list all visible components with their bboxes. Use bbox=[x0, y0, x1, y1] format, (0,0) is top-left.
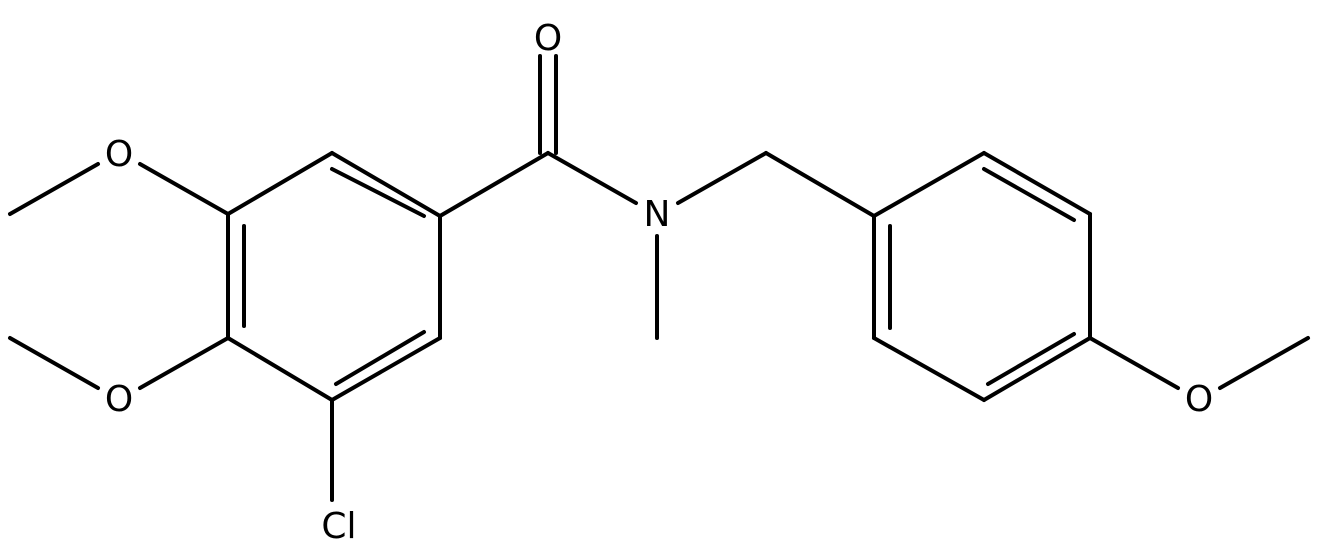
bond-ring-to-carbonyl bbox=[438, 151, 550, 218]
bond-ring-right-c2-c3 bbox=[982, 151, 1092, 216]
bond-ring-left-c2-c3 bbox=[226, 151, 334, 216]
substituents bbox=[8, 162, 1310, 502]
amide-group bbox=[438, 54, 876, 340]
bond-ring-right-c5-c6 bbox=[872, 336, 986, 402]
left-benzene-ring bbox=[226, 151, 442, 402]
bond-ring-left-c1-c2 bbox=[330, 151, 442, 218]
bond-ring-right-c1-c2 bbox=[872, 151, 986, 218]
right-benzene-ring bbox=[872, 151, 1092, 402]
chlorine-label: Cl bbox=[321, 506, 356, 547]
bond-ring-left-c5-c6 bbox=[330, 336, 442, 402]
bond-right-methoxy-o-to-methyl bbox=[1218, 336, 1310, 390]
bond-ring-left-double-1 bbox=[330, 167, 426, 218]
atom-labels: O N Cl O O O bbox=[105, 18, 1213, 547]
bond-right-methoxy-ring-to-o bbox=[1088, 336, 1180, 390]
bond-lower-methoxy-o-to-ring bbox=[138, 336, 230, 390]
bond-lower-methoxy-o-to-methyl bbox=[8, 336, 100, 390]
lower-left-methoxy-oxygen-label: O bbox=[105, 379, 133, 420]
bond-carbonyl-to-nitrogen bbox=[546, 151, 638, 205]
right-methoxy-oxygen-label: O bbox=[1185, 379, 1213, 420]
bond-ring-left-c4-c5 bbox=[226, 336, 334, 402]
bond-ring-right-double-3 bbox=[986, 332, 1076, 386]
bond-upper-methoxy-o-to-ring bbox=[138, 162, 230, 216]
bond-ring-left-double-3 bbox=[334, 330, 426, 386]
bond-upper-methoxy-o-to-methyl bbox=[8, 162, 100, 216]
carbonyl-oxygen-label: O bbox=[534, 18, 562, 59]
bond-ring-right-double-1 bbox=[982, 167, 1076, 222]
amide-nitrogen-label: N bbox=[644, 194, 671, 235]
bond-ring-right-c4-c5 bbox=[982, 336, 1092, 402]
upper-left-methoxy-oxygen-label: O bbox=[105, 134, 133, 175]
bond-nitrogen-to-ch2 bbox=[676, 151, 768, 205]
bond-ch2-to-ring bbox=[764, 151, 876, 218]
